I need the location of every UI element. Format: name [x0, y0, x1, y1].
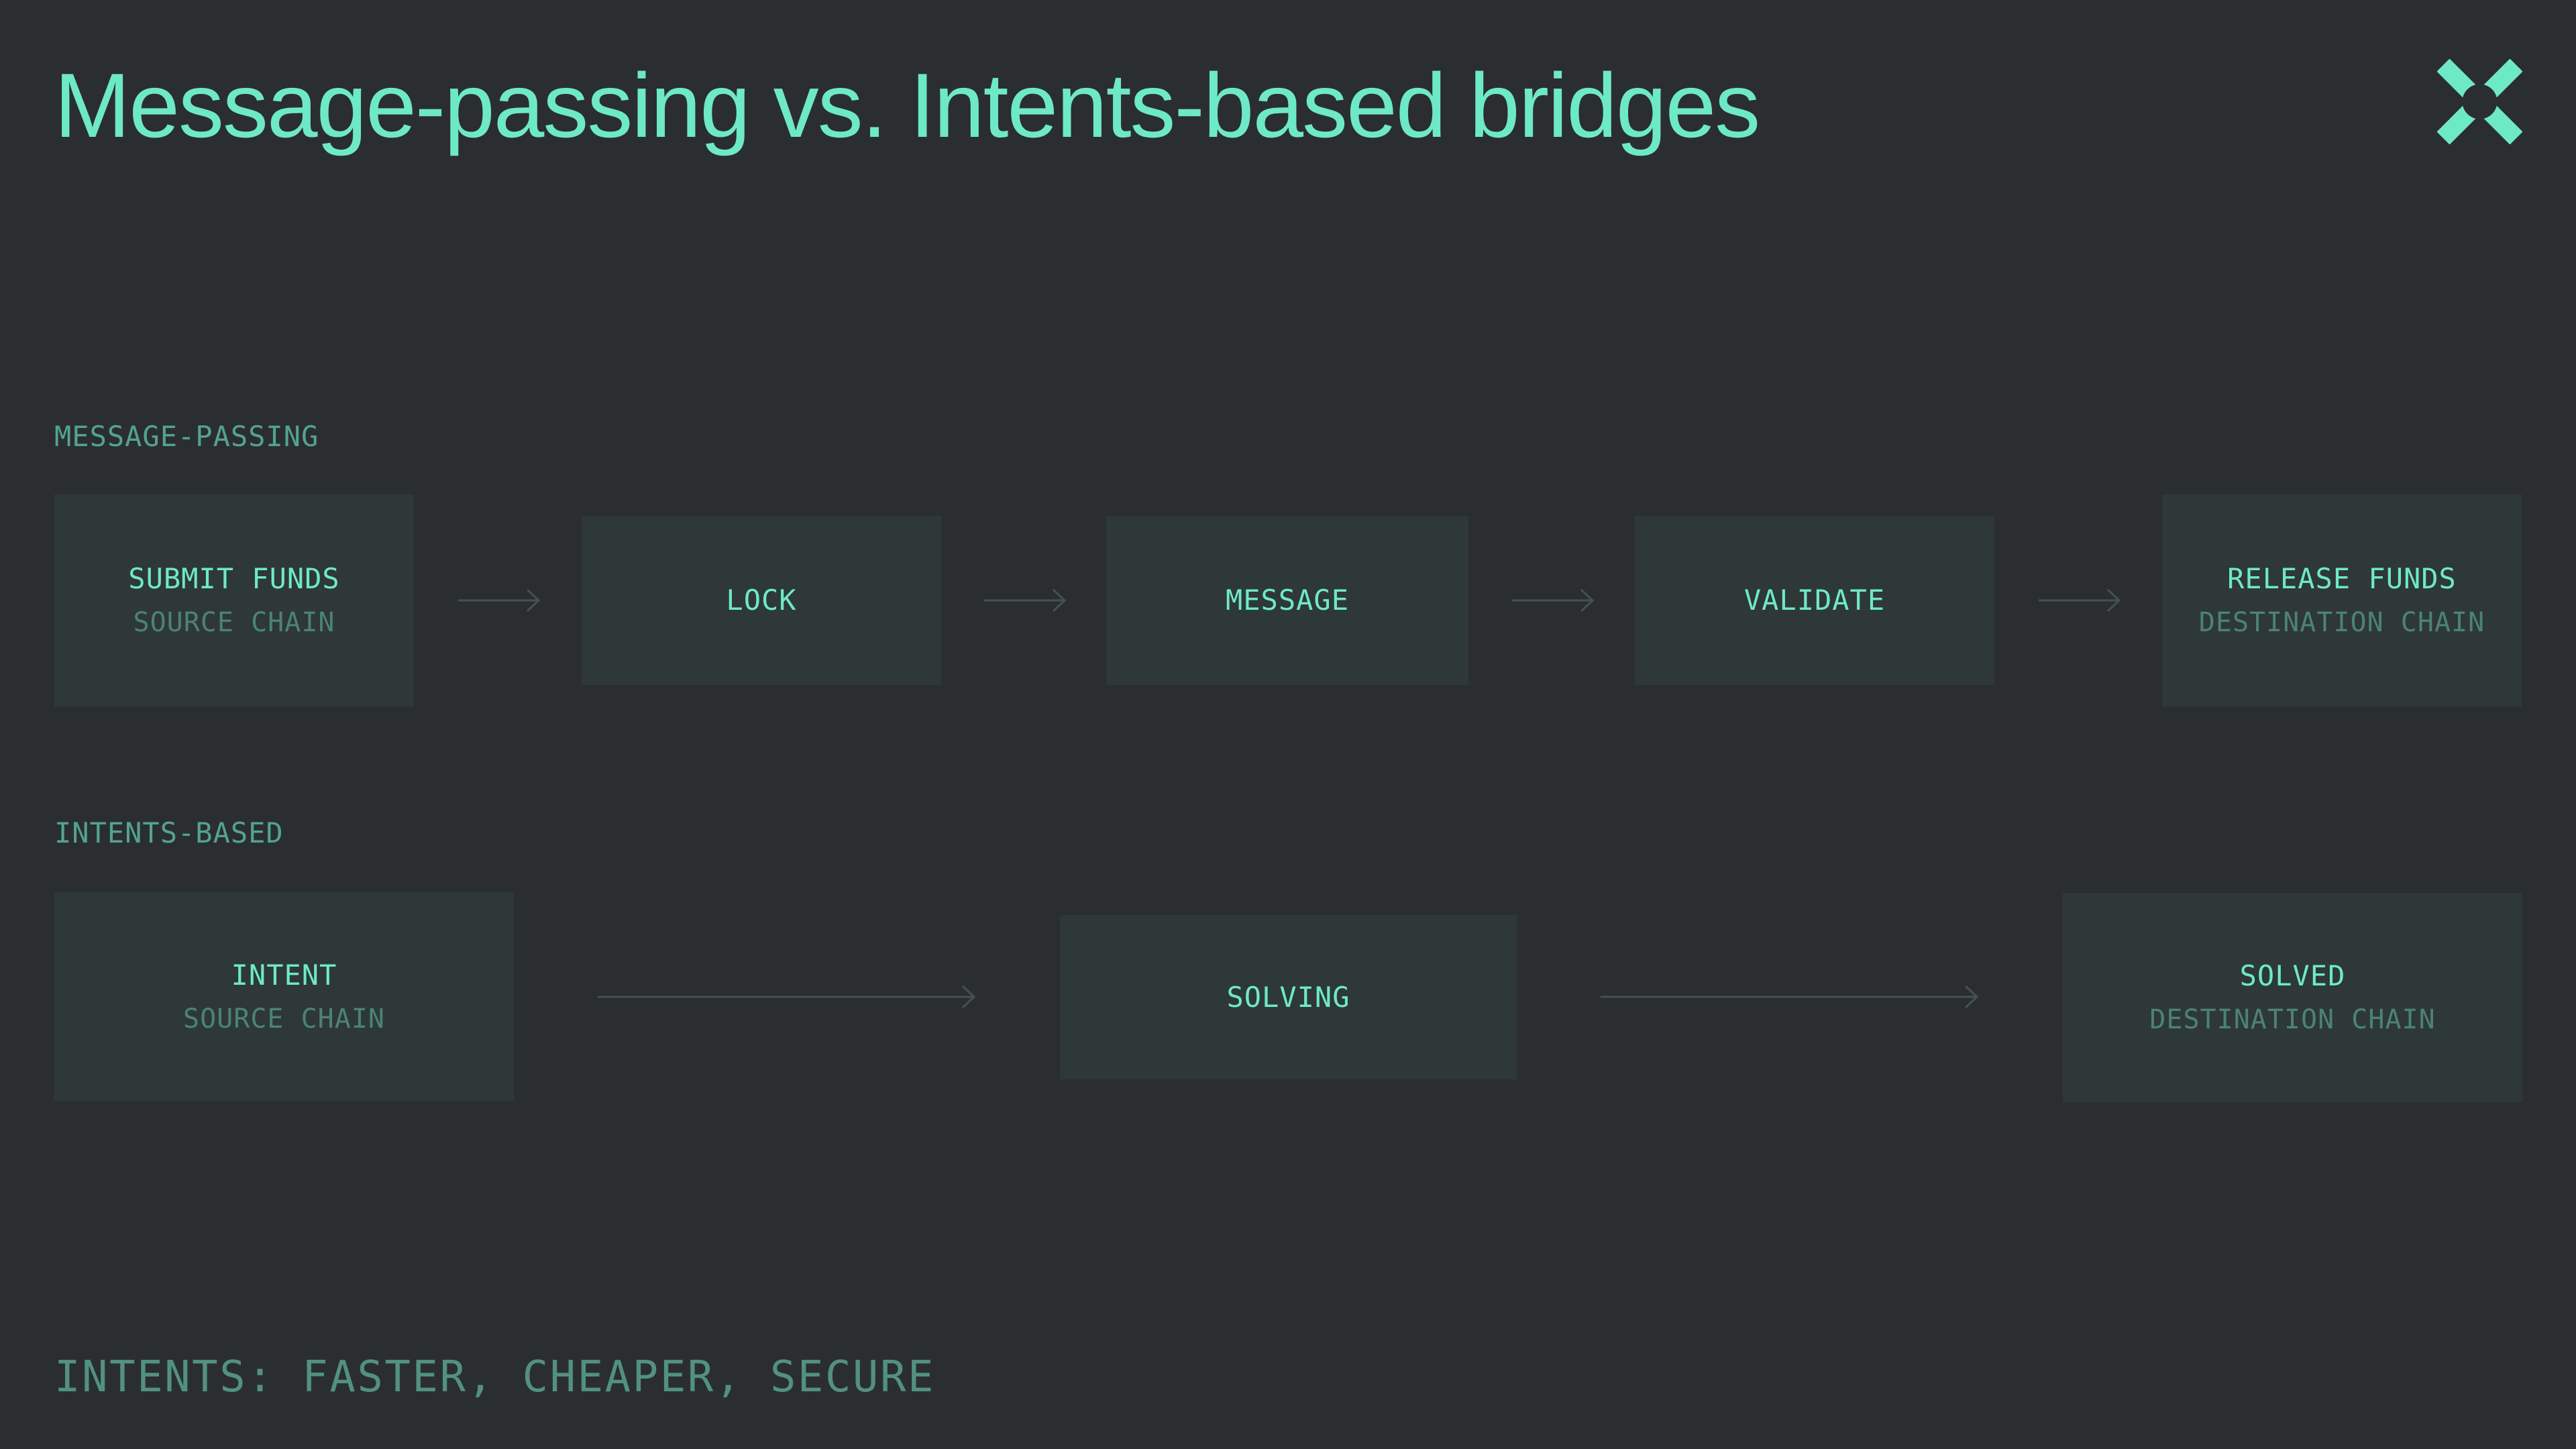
box-title: INTENT: [231, 959, 337, 991]
flow-box-intent: INTENT SOURCE CHAIN: [54, 892, 514, 1102]
box-subtitle: DESTINATION CHAIN: [2198, 607, 2485, 638]
flow-box-solving: SOLVING: [1060, 915, 1517, 1079]
arrow-right-icon: [1600, 982, 1980, 1012]
flow-box-release-funds: RELEASE FUNDS DESTINATION CHAIN: [2162, 494, 2522, 706]
box-subtitle: SOURCE CHAIN: [133, 607, 335, 638]
flow-box-lock: LOCK: [582, 516, 941, 685]
arrow-right-icon: [1511, 586, 1595, 615]
box-subtitle: DESTINATION CHAIN: [2149, 1004, 2436, 1035]
box-title: LOCK: [726, 584, 797, 616]
flow-box-submit-funds: SUBMIT FUNDS SOURCE CHAIN: [54, 494, 414, 706]
box-title: SOLVING: [1226, 980, 1350, 1014]
box-title: VALIDATE: [1743, 584, 1886, 616]
arrow-right-icon: [458, 586, 541, 615]
box-title: RELEASE FUNDS: [2227, 562, 2457, 595]
flow-box-validate: VALIDATE: [1635, 516, 1994, 685]
flow-box-solved: SOLVED DESTINATION CHAIN: [2063, 893, 2522, 1102]
arrow-right-icon: [597, 982, 977, 1012]
arrow-right-icon: [983, 586, 1067, 615]
arrow-right-icon: [2038, 586, 2121, 615]
box-title: SOLVED: [2239, 959, 2346, 992]
section-label-message-passing: MESSAGE-PASSING: [54, 420, 319, 453]
flow-box-message: MESSAGE: [1106, 516, 1468, 685]
section-label-intents-based: INTENTS-BASED: [54, 816, 284, 849]
footer-tagline: INTENTS: FASTER, CHEAPER, SECURE: [54, 1352, 935, 1402]
box-title: MESSAGE: [1225, 584, 1349, 616]
box-subtitle: SOURCE CHAIN: [183, 1004, 385, 1034]
x-logo-icon: [2436, 58, 2523, 145]
box-title: SUBMIT FUNDS: [128, 562, 340, 595]
page-title: Message-passing vs. Intents-based bridge…: [54, 54, 1760, 156]
